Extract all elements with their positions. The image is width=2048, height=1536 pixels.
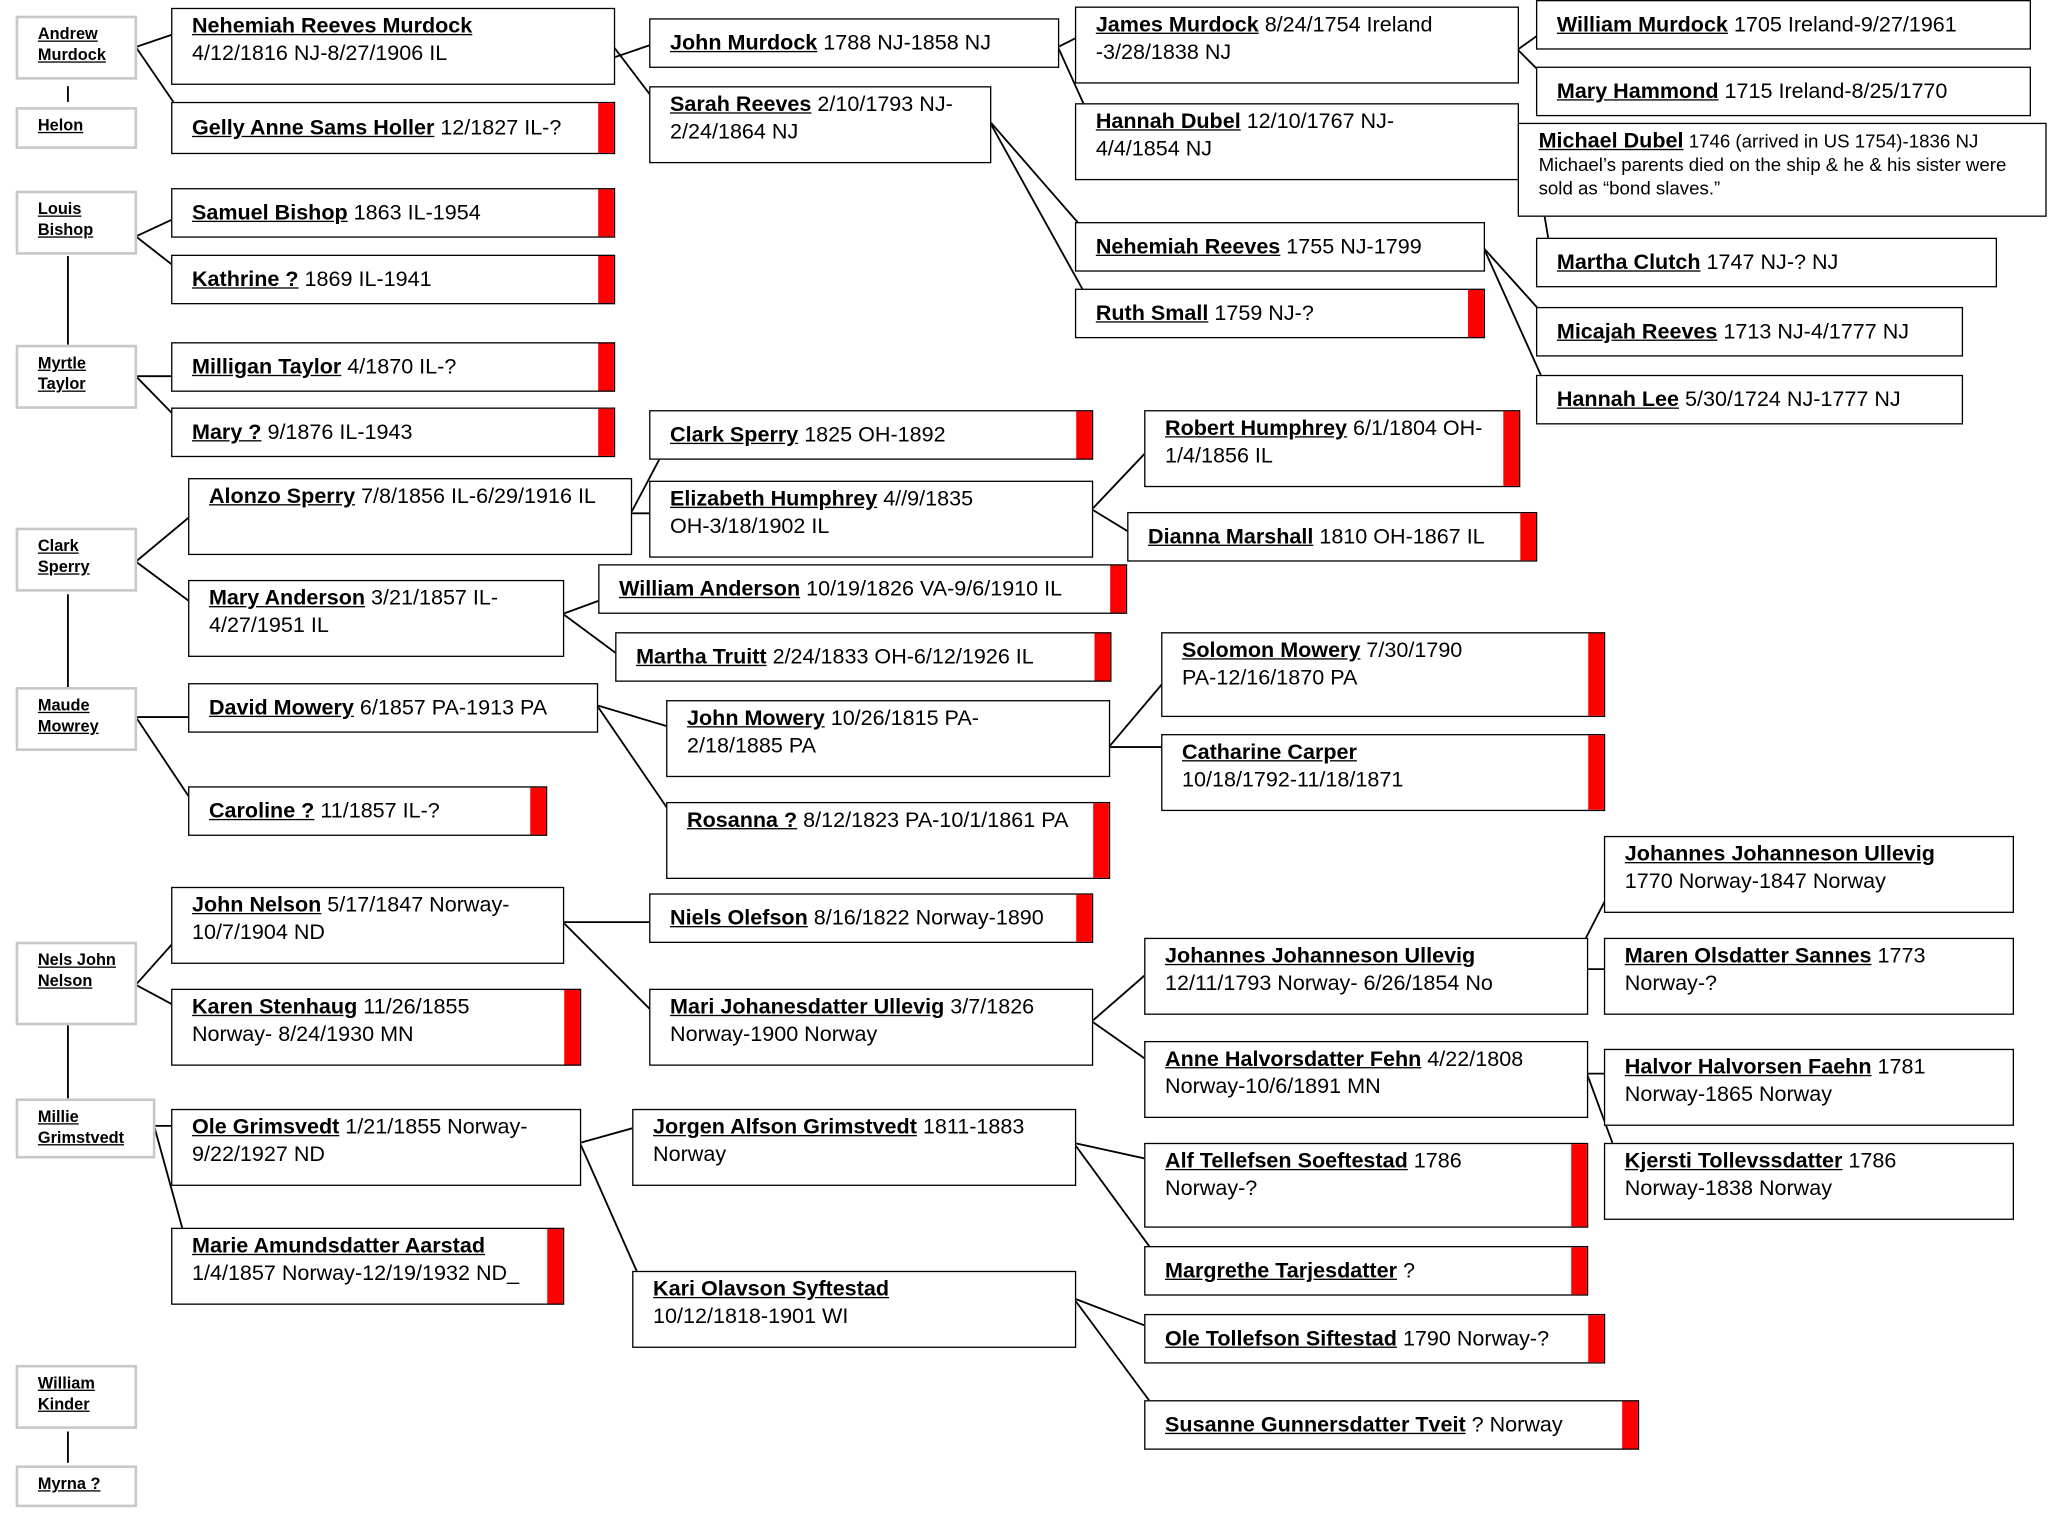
person-mary-anderson[interactable]: Mary Anderson 3/21/1857 IL-4/27/1951 IL (188, 579, 565, 657)
person-kathrine[interactable]: Kathrine ? 1869 IL-1941 (171, 254, 616, 305)
person-william-anderson[interactable]: William Anderson 10/19/1826 VA-9/6/1910 … (598, 564, 1128, 614)
lineage-andrew-murdock[interactable]: Andrew Murdock (15, 15, 138, 80)
person-hannah-dubel[interactable]: Hannah Dubel 12/10/1767 NJ-4/4/1854 NJ (1074, 103, 1519, 181)
person-karen-stenhaug[interactable]: Karen Stenhaug 11/26/1855 Norway- 8/24/1… (171, 988, 582, 1066)
person-alf-tellefsen-soeftestad[interactable]: Alf Tellefsen Soeftestad 1786 Norway-? (1144, 1142, 1589, 1228)
person-robert-humphrey[interactable]: Robert Humphrey 6/1/1804 OH-1/4/1856 IL (1144, 410, 1521, 488)
person-martha-truitt[interactable]: Martha Truitt 2/24/1833 OH-6/12/1926 IL (615, 632, 1112, 682)
person-john-nelson[interactable]: John Nelson 5/17/1847 Norway-10/7/1904 N… (171, 886, 565, 964)
person-maren-olsdatter-sannes[interactable]: Maren Olsdatter Sannes 1773 Norway-? (1603, 937, 2015, 1015)
person-john-mowery[interactable]: John Mowery 10/26/1815 PA-2/18/1885 PA (666, 700, 1111, 778)
lineage-myrna[interactable]: Myrna ? (15, 1465, 138, 1508)
lineage-helon[interactable]: Helon (15, 107, 138, 149)
lineage-millie-grimstvedt[interactable]: Millie Grimstvedt (15, 1098, 156, 1159)
person-dianna-marshall[interactable]: Dianna Marshall 1810 OH-1867 IL (1127, 511, 1538, 562)
person-mari-johanesdatter-ullevig[interactable]: Mari Johanesdatter Ullevig 3/7/1826 Norw… (649, 988, 1094, 1066)
person-mary-hammond[interactable]: Mary Hammond 1715 Ireland-8/25/1770 (1535, 66, 2031, 117)
lineage-maude-mowrey[interactable]: Maude Mowrey (15, 687, 138, 752)
person-rosanna[interactable]: Rosanna ? 8/12/1823 PA-10/1/1861 PA (666, 801, 1111, 880)
person-samuel-bishop[interactable]: Samuel Bishop 1863 IL-1954 (171, 188, 616, 238)
lineage-william-kinder[interactable]: William Kinder (15, 1364, 138, 1429)
person-clark-sperry[interactable]: Clark Sperry 1825 OH-1892 (649, 410, 1094, 460)
person-alonzo-sperry[interactable]: Alonzo Sperry 7/8/1856 IL-6/29/1916 IL (188, 478, 633, 556)
person-ole-grimsvedt[interactable]: Ole Grimsvedt 1/21/1855 Norway-9/22/1927… (171, 1108, 582, 1186)
person-michael-dubel[interactable]: Michael Dubel 1746 (arrived in US 1754)-… (1517, 122, 2047, 217)
person-gelly-anne-sams-holler[interactable]: Gelly Anne Sams Holler 12/1827 IL-? (171, 101, 616, 155)
person-margrethe-tarjesdatter[interactable]: Margrethe Tarjesdatter ? (1144, 1246, 1589, 1296)
person-anne-halvorsdatter-fehn[interactable]: Anne Halvorsdatter Fehn 4/22/1808 Norway… (1144, 1040, 1589, 1119)
lineage-myrtle-taylor[interactable]: Myrtle Taylor (15, 344, 138, 409)
person-solomon-mowery[interactable]: Solomon Mowery 7/30/1790 PA-12/16/1870 P… (1161, 632, 1606, 718)
person-susanne-gunnersdatter-tveit[interactable]: Susanne Gunnersdatter Tveit ? Norway (1144, 1400, 1640, 1450)
person-caroline[interactable]: Caroline ? 11/1857 IL-? (188, 786, 548, 836)
person-jorgen-alfson-grimstvedt[interactable]: Jorgen Alfson Grimstvedt 1811-1883 Norwa… (632, 1108, 1077, 1186)
person-sarah-reeves[interactable]: Sarah Reeves 2/10/1793 NJ-2/24/1864 NJ (649, 86, 992, 164)
lineage-nels-john-nelson[interactable]: Nels John Nelson (15, 941, 138, 1026)
person-william-murdock[interactable]: William Murdock 1705 Ireland-9/27/1961 (1535, 0, 2031, 50)
person-ruth-small[interactable]: Ruth Small 1759 NJ-? (1074, 288, 1486, 339)
person-kjersti-tollevssdatter[interactable]: Kjersti Tollevssdatter 1786 Norway-1838 … (1603, 1142, 2015, 1220)
person-hannah-lee[interactable]: Hannah Lee 5/30/1724 NJ-1777 NJ (1535, 374, 1964, 425)
person-mary-q[interactable]: Mary ? 9/1876 IL-1943 (171, 407, 616, 458)
person-ole-tollefson-siftestad[interactable]: Ole Tollefson Siftestad 1790 Norway-? (1144, 1313, 1606, 1364)
person-elizabeth-humphrey[interactable]: Elizabeth Humphrey 4//9/1835 OH-3/18/190… (649, 480, 1094, 558)
person-martha-clutch[interactable]: Martha Clutch 1747 NJ-? NJ (1535, 237, 1998, 288)
person-halvor-halvorsen-faehn[interactable]: Halvor Halvorsen Faehn 1781 Norway-1865 … (1603, 1048, 2015, 1126)
person-john-murdock[interactable]: John Murdock 1788 NJ-1858 NJ (649, 18, 1060, 68)
lineage-louis-bishop[interactable]: Louis Bishop (15, 190, 138, 255)
person-nehemiah-reeves[interactable]: Nehemiah Reeves 1755 NJ-1799 (1074, 222, 1486, 272)
lineage-clark-sperry[interactable]: Clark Sperry (15, 527, 138, 592)
person-niels-olefson[interactable]: Niels Olefson 8/16/1822 Norway-1890 (649, 893, 1094, 944)
person-micajah-reeves[interactable]: Micajah Reeves 1713 NJ-4/1777 NJ (1535, 306, 1964, 357)
person-david-mowery[interactable]: David Mowery 6/1857 PA-1913 PA (188, 683, 599, 733)
person-milligan-taylor[interactable]: Milligan Taylor 4/1870 IL-? (171, 342, 616, 392)
person-james-murdock[interactable]: James Murdock 8/24/1754 Ireland -3/28/18… (1074, 6, 1519, 84)
